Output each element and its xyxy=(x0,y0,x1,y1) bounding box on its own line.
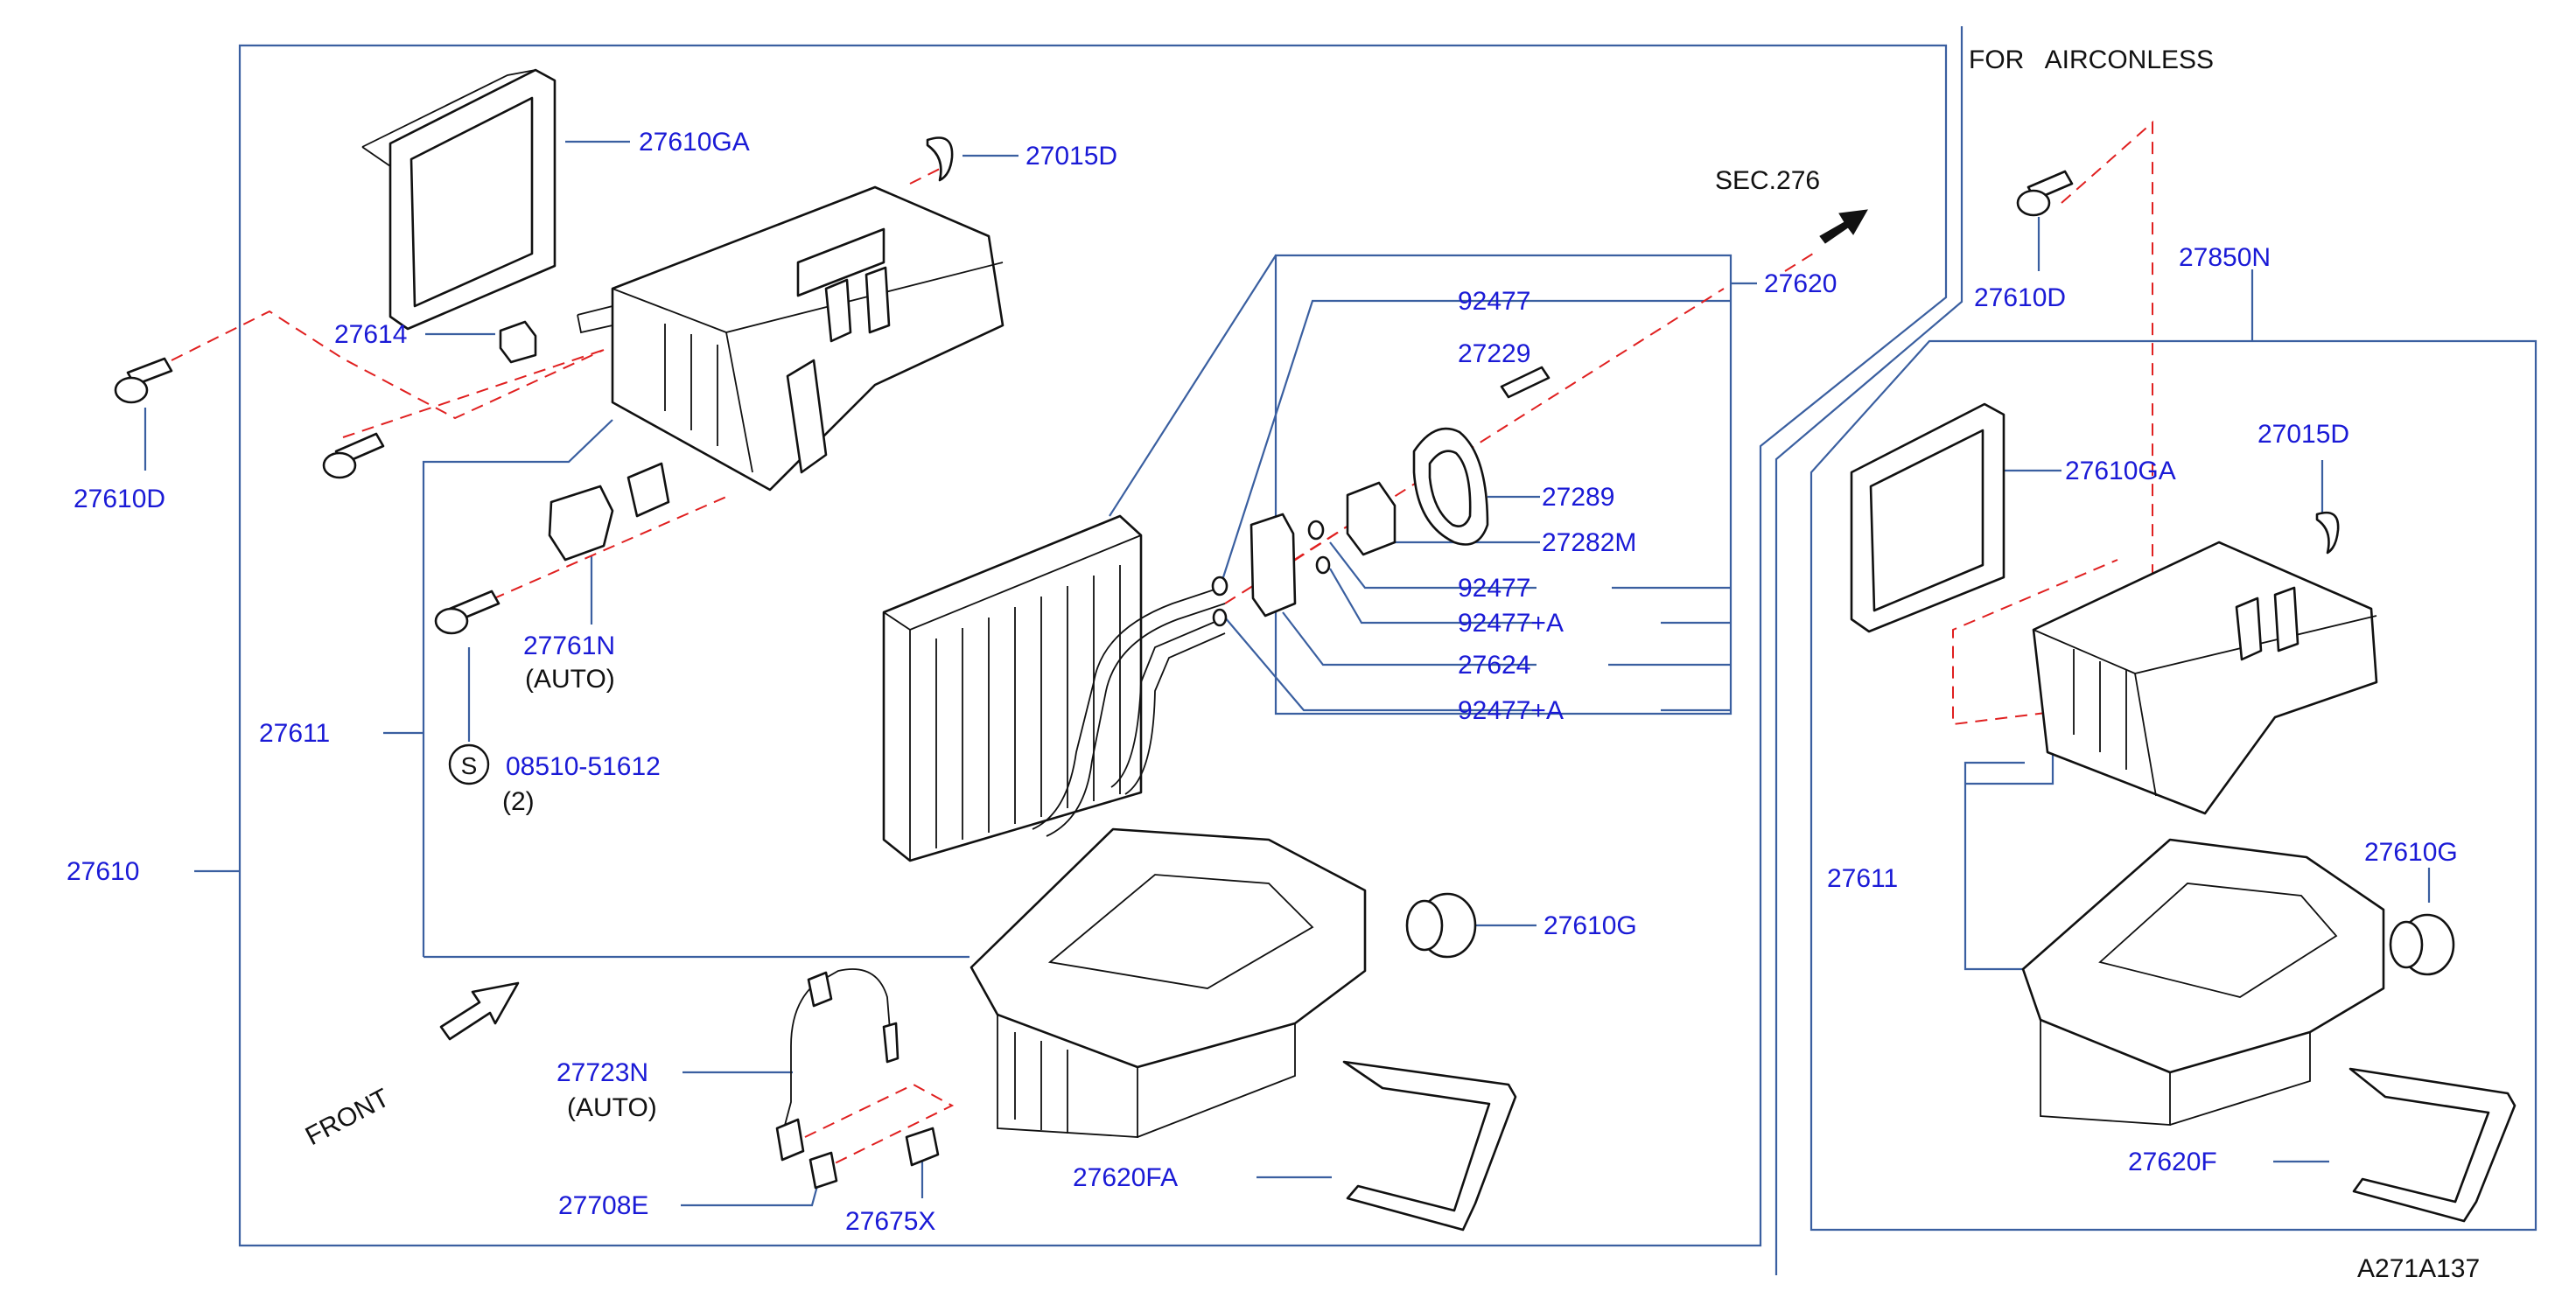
label-27761n: 27761N xyxy=(523,632,615,660)
screw-symbol-letter: S xyxy=(461,752,478,779)
label-ac-27620f: 27620F xyxy=(2128,1148,2217,1176)
label-92477-b: 92477 xyxy=(1458,574,1530,603)
clip-27015d xyxy=(926,136,954,182)
connector-27675x xyxy=(905,1127,940,1167)
label-92477a-b: 92477+A xyxy=(1458,696,1564,725)
case-bracket xyxy=(422,419,970,959)
label-27708e: 27708E xyxy=(558,1191,648,1220)
dash-sec276 xyxy=(1784,253,1814,272)
leader-27624 xyxy=(1282,611,1536,666)
label-front: FRONT xyxy=(301,1084,395,1152)
main-parts xyxy=(114,68,1868,1232)
upper-case-27611 xyxy=(577,185,1004,492)
label-27624: 27624 xyxy=(1458,651,1530,680)
label-ac-27611: 27611 xyxy=(1827,864,1898,893)
oring-c xyxy=(1307,520,1325,541)
labels-airconless: FOR AIRCONLESS 27610D 27850N 27610GA 270… xyxy=(1827,45,2480,1283)
label-27282m: 27282M xyxy=(1542,528,1636,557)
airconless-frame xyxy=(1810,339,2538,1232)
leader-lines xyxy=(144,140,2431,1207)
label-27289: 27289 xyxy=(1542,483,1614,512)
label-screw-qty: (2) xyxy=(502,787,535,816)
airconless-divider xyxy=(1774,26,1964,1275)
insulator-27289 xyxy=(1412,427,1489,546)
sec276-arrow-icon xyxy=(1819,209,1868,244)
dash-27015d xyxy=(909,165,946,185)
labels-main: 27610 27610GA 27015D 27614 27610D 27761N… xyxy=(66,128,1837,1236)
ac-clip-27015d xyxy=(2315,511,2340,555)
screw-27610d-a xyxy=(114,357,173,404)
label-auto-2: (AUTO) xyxy=(567,1093,657,1122)
screw-27610d-b xyxy=(322,432,385,479)
label-08510-51612: 08510-51612 xyxy=(506,752,661,781)
airconless-parts xyxy=(1850,170,2516,1223)
sensor-27761n xyxy=(548,462,670,562)
label-27723n: 27723N xyxy=(556,1058,648,1087)
screw-08510 xyxy=(434,590,500,635)
lower-case-27620 xyxy=(970,827,1367,1138)
label-ac-27610ga: 27610GA xyxy=(2065,457,2176,485)
main-frame xyxy=(238,44,1948,1247)
label-airconless-header: FOR AIRCONLESS xyxy=(1969,45,2214,74)
leader-27708e xyxy=(681,1185,819,1207)
dash-harness xyxy=(804,1083,955,1168)
front-arrow-icon xyxy=(439,981,520,1041)
label-ac-27610g: 27610G xyxy=(2364,838,2458,867)
frame-27620fa xyxy=(1342,1060,1517,1232)
label-27610g: 27610G xyxy=(1544,911,1637,940)
label-drawing-code: A271A137 xyxy=(2357,1254,2480,1283)
harness-27723n xyxy=(775,968,900,1162)
label-27611: 27611 xyxy=(259,719,330,748)
dash-sensor xyxy=(473,496,727,608)
evaporator-core xyxy=(882,514,1226,862)
label-sec276: SEC.276 xyxy=(1715,166,1820,195)
label-27610d: 27610D xyxy=(74,485,165,513)
label-ac-27610d: 27610D xyxy=(1974,283,2066,312)
oring-a xyxy=(1211,576,1228,597)
label-92477-a: 92477 xyxy=(1458,287,1530,316)
label-27620: 27620 xyxy=(1764,269,1837,298)
label-27610ga: 27610GA xyxy=(639,128,750,157)
label-27015d: 27015D xyxy=(1026,142,1117,171)
frames xyxy=(238,26,2538,1275)
label-92477a-a: 92477+A xyxy=(1458,609,1564,638)
bolt-27229 xyxy=(1500,366,1550,399)
label-auto-1: (AUTO) xyxy=(525,665,615,694)
leader-92477a-2 xyxy=(1224,617,1536,712)
ac-filter-frame-27610ga xyxy=(1850,402,2006,633)
ac-frame-27620f xyxy=(2348,1067,2516,1223)
damper-27610g xyxy=(1405,892,1477,959)
label-ac-27850n: 27850N xyxy=(2179,243,2271,272)
dash-evap xyxy=(1224,288,1725,604)
ac-damper-27610g xyxy=(2389,913,2455,976)
oring-d xyxy=(1315,555,1331,575)
expansion-valve-27624 xyxy=(1250,513,1297,618)
label-27614: 27614 xyxy=(334,320,407,349)
dash-mount-lower xyxy=(342,349,605,438)
dash-ac-screw xyxy=(1952,120,2153,726)
label-27620fa: 27620FA xyxy=(1073,1163,1178,1192)
filter-frame-27610ga xyxy=(361,68,556,331)
screw-symbol: S xyxy=(448,743,490,785)
ac-screw-27610d xyxy=(2016,170,2074,217)
label-27675x: 27675X xyxy=(845,1207,935,1236)
clip-27614 xyxy=(499,320,537,364)
ac-upper-case xyxy=(2032,541,2378,815)
leader-92477a-1 xyxy=(1329,568,1536,625)
ac-lower-case xyxy=(2021,838,2385,1126)
oring-b xyxy=(1212,608,1228,627)
leader-ac-27611 xyxy=(1964,752,2054,971)
leader-92477-mid xyxy=(1329,541,1536,590)
connector-27708e xyxy=(808,1151,838,1190)
block-27282m xyxy=(1346,481,1396,556)
label-ac-27015d: 27015D xyxy=(2258,420,2349,449)
label-27610: 27610 xyxy=(66,857,139,886)
leader-92477-top xyxy=(1222,299,1601,578)
label-27229: 27229 xyxy=(1458,339,1530,368)
